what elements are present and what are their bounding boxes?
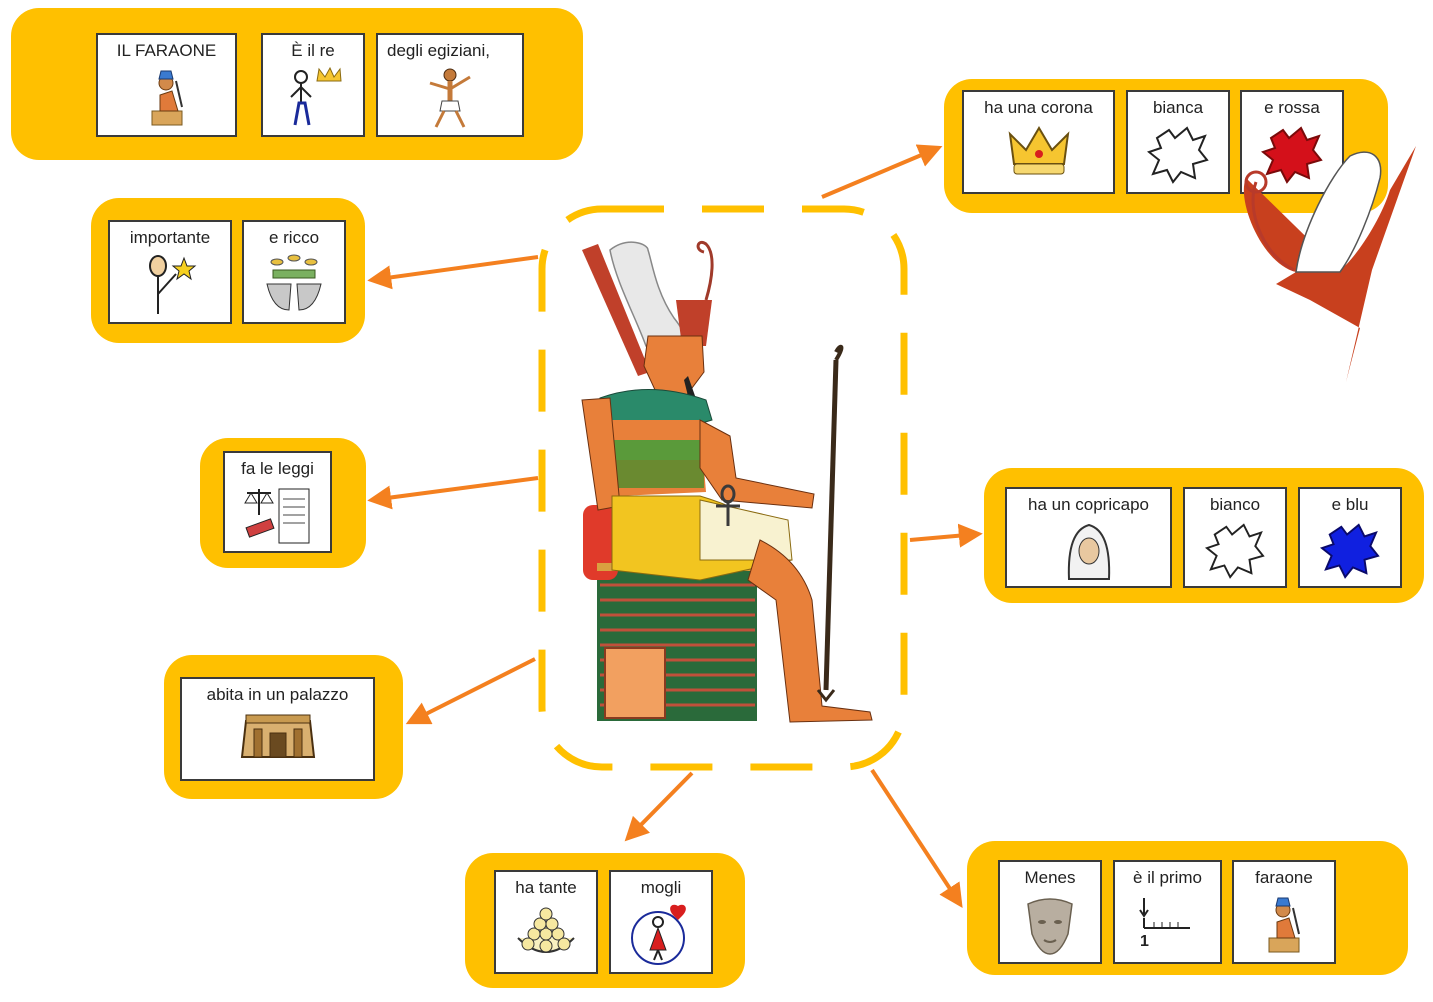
egyptian-person-icon	[429, 68, 471, 128]
money-icon	[266, 254, 322, 311]
important-person-icon	[149, 255, 197, 314]
arrow-to-laws	[367, 476, 539, 510]
card-label: abita in un palazzo	[206, 685, 349, 704]
card-label: ha una corona	[984, 98, 1093, 117]
red-white-crown-icon	[1243, 146, 1416, 382]
card-ha-una-corona: ha una corona	[962, 90, 1115, 194]
king-icon	[290, 67, 342, 126]
card-label: IL FARAONE	[116, 41, 217, 60]
blue-color-icon	[1319, 523, 1380, 579]
white-color-icon	[1204, 523, 1265, 579]
card-degli-egiziani: degli egiziani,	[376, 33, 524, 137]
pharaoh-icon	[151, 70, 183, 126]
crown-icon	[1008, 126, 1069, 175]
card-label: Menes	[1024, 868, 1076, 887]
menes-head-icon	[1027, 898, 1073, 955]
many-icon	[517, 907, 575, 953]
card-importante: importante	[108, 220, 232, 324]
card-label: degli egiziani,	[387, 41, 491, 60]
red-color-icon	[1261, 126, 1323, 184]
card-bianco: bianco	[1183, 487, 1287, 588]
arrow-to-rich	[367, 255, 539, 290]
card-e-rossa: e rossa	[1240, 90, 1344, 194]
card-label: bianca	[1152, 98, 1204, 117]
card-label: importante	[129, 228, 211, 247]
card-label: faraone	[1255, 868, 1313, 887]
card-ha-un-copricapo: ha un copricapo	[1005, 487, 1172, 588]
card-il-faraone: IL FARAONE	[96, 33, 237, 137]
card-menes: Menes	[998, 860, 1102, 964]
card-label: mogli	[640, 878, 682, 897]
headdress-icon	[1067, 523, 1110, 580]
arrow-to-menes	[870, 768, 963, 909]
card-label: è il primo	[1133, 868, 1202, 887]
card-label: e rossa	[1264, 98, 1320, 117]
card-e-blu: e blu	[1298, 487, 1402, 588]
card-mogli: mogli	[609, 870, 713, 974]
card-e-ricco: e ricco	[242, 220, 346, 324]
card-label: fa le leggi	[241, 459, 314, 478]
card-label: ha un copricapo	[1028, 495, 1149, 514]
pharaoh-icon	[1268, 897, 1300, 953]
card-label: ha tante	[515, 878, 577, 897]
central-dashed-frame	[538, 205, 908, 771]
card-e-il-primo: è il primo 1	[1113, 860, 1222, 964]
card-label: e ricco	[268, 228, 320, 247]
white-color-icon	[1147, 126, 1209, 184]
card-abita-in-un-palazzo: abita in un palazzo	[180, 677, 375, 781]
seated-pharaoh-icon	[581, 240, 873, 723]
first-icon: 1	[1138, 898, 1190, 950]
card-fa-le-leggi: fa le leggi	[223, 451, 332, 553]
arrow-to-wives	[624, 771, 694, 842]
card-bianca: bianca	[1126, 90, 1230, 194]
card-ha-tante: ha tante	[494, 870, 598, 974]
laws-icon	[243, 488, 309, 544]
card-label: bianco	[1209, 495, 1261, 514]
wife-icon	[631, 904, 686, 965]
card-label: e blu	[1331, 495, 1369, 514]
arrow-to-headdress	[909, 523, 983, 548]
arrow-to-palace	[405, 657, 536, 725]
arrow-to-crown	[821, 144, 943, 199]
card-e-il-re: È il re	[261, 33, 365, 137]
svg-text:1: 1	[1140, 933, 1149, 950]
card-faraone: faraone	[1232, 860, 1336, 964]
palace-icon	[240, 714, 315, 758]
arrows	[367, 144, 983, 909]
card-label: È il re	[291, 41, 335, 60]
